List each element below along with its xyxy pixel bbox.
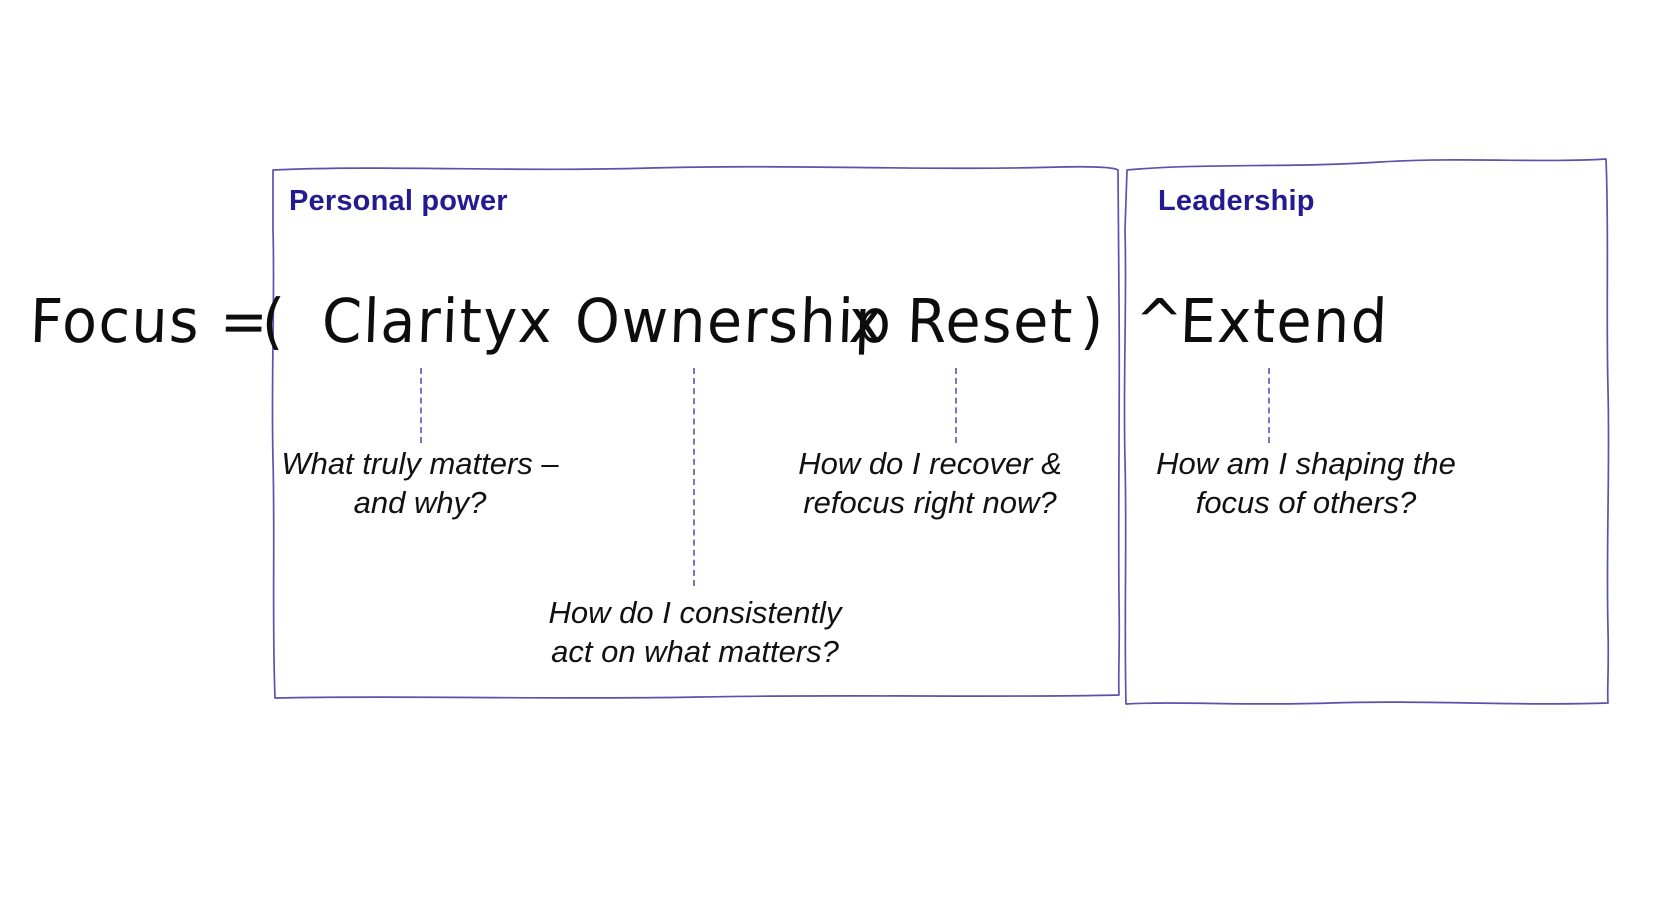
- caption-ownership: How do I consistently act on what matter…: [548, 595, 842, 669]
- caption-reset: How do I recover & refocus right now?: [798, 446, 1062, 520]
- formula-term-clarity: Clarity: [320, 287, 520, 357]
- group-label-leadership: Leadership: [1158, 185, 1315, 217]
- focus-formula: Focus = ( Clarity x Ownership x Reset ) …: [0, 276, 1666, 368]
- formula-operator-2: x: [847, 287, 886, 357]
- connector-line-extend: [1268, 368, 1270, 443]
- connector-line-ownership: [693, 368, 695, 586]
- box-leadership: [1123, 158, 1610, 705]
- caption-extend: How am I shaping the focus of others?: [1156, 446, 1456, 520]
- formula-open-paren: (: [260, 287, 287, 357]
- formula-close-paren: ): [1079, 287, 1106, 357]
- formula-lhs: Focus =: [28, 287, 271, 357]
- formula-term-extend: Extend: [1178, 287, 1390, 357]
- connector-line-reset: [955, 368, 957, 443]
- connector-line-clarity: [420, 368, 422, 443]
- formula-term-reset: Reset: [905, 287, 1075, 357]
- caption-clarity: What truly matters – and why?: [281, 446, 559, 520]
- formula-term-ownership: Ownership: [573, 287, 894, 357]
- formula-operator-1: x: [516, 287, 555, 357]
- group-label-personal-power: Personal power: [289, 185, 508, 217]
